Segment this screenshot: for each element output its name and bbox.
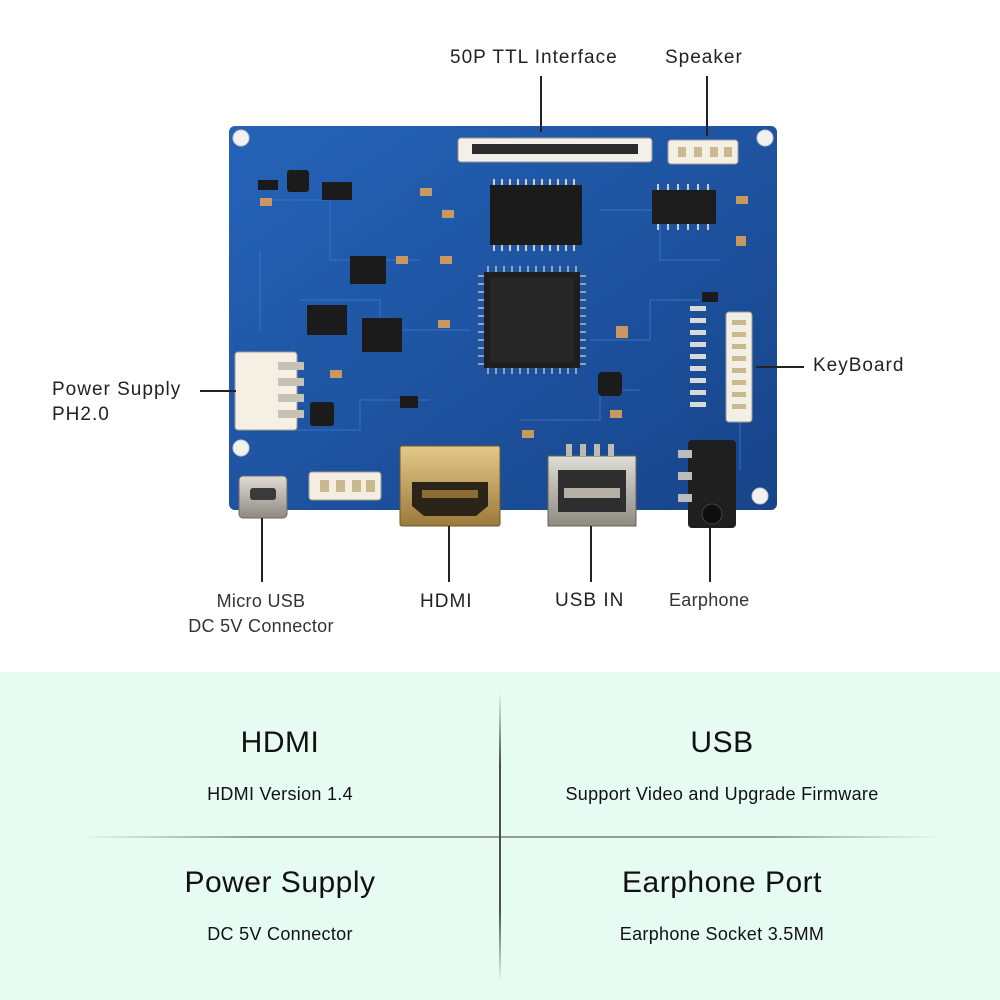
- leader-line-usb: [590, 526, 592, 582]
- pcb-board-illustration: [229, 126, 777, 528]
- leader-line-power: [200, 390, 236, 392]
- feature-description: HDMI Version 1.4: [207, 784, 353, 804]
- callout-micro-usb-line1: Micro USB: [216, 591, 306, 611]
- feature-title: HDMI: [240, 726, 320, 759]
- callout-earphone: Earphone: [669, 590, 750, 610]
- mount-hole: [756, 129, 774, 147]
- callout-hdmi: HDMI: [420, 591, 473, 612]
- feature-power-supply: Power Supply DC 5V Connector: [30, 866, 530, 945]
- horizontal-divider: [80, 836, 940, 838]
- callout-micro-usb-line2: DC 5V Connector: [188, 616, 334, 636]
- mount-hole: [232, 129, 250, 147]
- audio-ic: [652, 190, 716, 224]
- speaker-connector: [667, 139, 739, 165]
- feature-usb: USB Support Video and Upgrade Firmware: [472, 726, 972, 805]
- mount-hole: [751, 487, 769, 505]
- feature-earphone-port: Earphone Port Earphone Socket 3.5MM: [472, 866, 972, 945]
- feature-description: DC 5V Connector: [207, 924, 353, 944]
- callout-micro-usb: Micro USB DC 5V Connector: [161, 589, 361, 639]
- feature-description: Earphone Socket 3.5MM: [619, 924, 825, 944]
- leader-line-hdmi: [448, 526, 450, 582]
- leader-line-keyboard: [756, 366, 804, 368]
- feature-title: Earphone Port: [622, 866, 822, 899]
- leader-line-speaker: [706, 76, 708, 136]
- callout-power-supply-line1: Power Supply: [52, 379, 182, 400]
- feature-hdmi: HDMI HDMI Version 1.4: [30, 726, 530, 805]
- feature-description: Support Video and Upgrade Firmware: [565, 784, 879, 804]
- feature-title: Power Supply: [184, 866, 376, 899]
- leader-line-earphone: [709, 528, 711, 582]
- callout-speaker: Speaker: [665, 47, 743, 68]
- leader-line-ttl: [540, 76, 542, 132]
- callout-power-supply: Power Supply PH2.0: [52, 377, 181, 427]
- callout-ttl-interface: 50P TTL Interface: [450, 47, 618, 68]
- callout-keyboard: KeyBoard: [813, 355, 905, 376]
- features-panel: HDMI HDMI Version 1.4 USB Support Video …: [0, 672, 1000, 1000]
- mount-hole: [232, 439, 250, 457]
- memory-chip: [490, 185, 582, 245]
- callout-power-supply-line2: PH2.0: [52, 404, 110, 425]
- leader-line-micro-usb: [261, 518, 263, 582]
- earphone-jack: [688, 440, 736, 528]
- callout-usb-in: USB IN: [555, 590, 625, 611]
- feature-title: USB: [690, 726, 754, 759]
